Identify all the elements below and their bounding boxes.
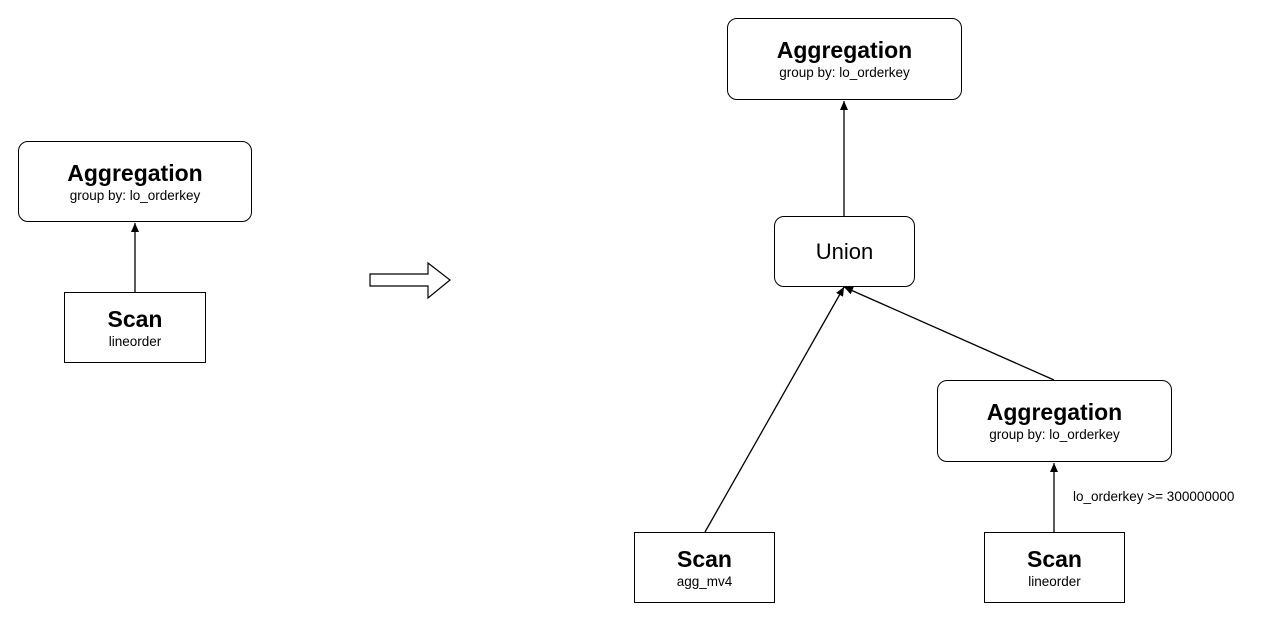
edge-scan-mv-to-union xyxy=(704,286,845,533)
node-detail: group by: lo_orderkey xyxy=(69,187,201,203)
after-scan-mv-node: Scan agg_mv4 xyxy=(634,532,775,603)
node-detail: lineorder xyxy=(1028,573,1081,589)
before-scan-node: Scan lineorder xyxy=(64,292,206,363)
transform-arrow-icon xyxy=(369,261,451,300)
node-detail: agg_mv4 xyxy=(676,573,733,589)
before-aggregation-node: Aggregation group by: lo_orderkey xyxy=(18,141,252,222)
node-title: Aggregation xyxy=(67,159,203,186)
node-detail: lineorder xyxy=(108,333,162,349)
node-detail: group by: lo_orderkey xyxy=(989,427,1120,442)
after-union-node: Union xyxy=(774,216,915,287)
node-title: Aggregation xyxy=(986,399,1123,425)
node-title: Scan xyxy=(107,305,163,332)
node-title: Scan xyxy=(677,545,732,572)
filter-predicate-label: lo_orderkey >= 300000000 xyxy=(1073,489,1235,504)
node-title: Aggregation xyxy=(776,37,913,63)
node-title: Union xyxy=(815,238,874,264)
after-scan-lineorder-node: Scan lineorder xyxy=(984,532,1125,603)
after-aggregation-top-node: Aggregation group by: lo_orderkey xyxy=(727,18,962,100)
node-detail: group by: lo_orderkey xyxy=(779,65,910,80)
node-title: Scan xyxy=(1027,545,1082,572)
after-aggregation-inner-node: Aggregation group by: lo_orderkey xyxy=(937,380,1172,462)
edge-aggregation-to-union xyxy=(843,286,1055,381)
